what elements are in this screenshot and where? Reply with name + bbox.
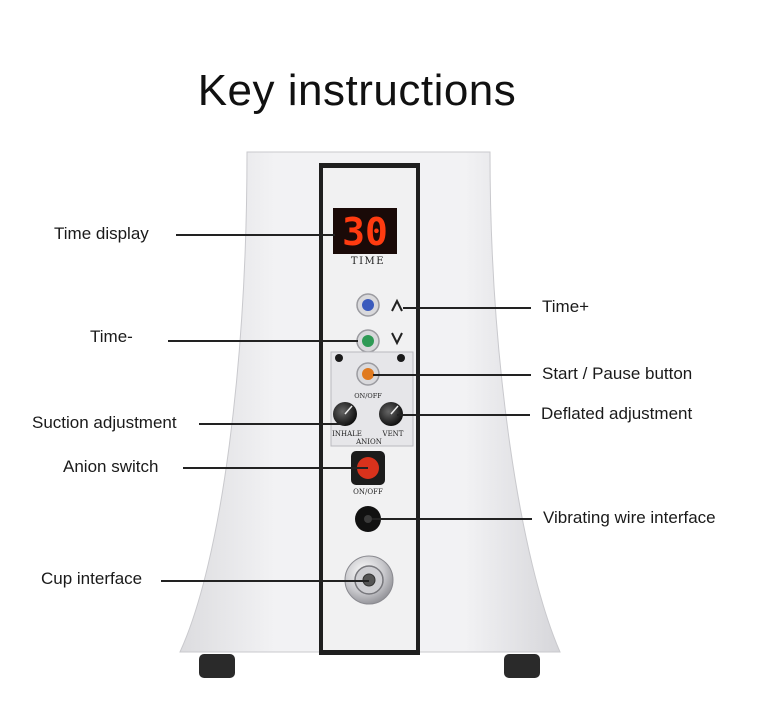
time-display-digits: 30 <box>342 210 388 254</box>
time-display <box>333 208 397 254</box>
time-up-button[interactable] <box>362 299 374 311</box>
leader-line-cup <box>161 580 369 582</box>
arrow-up-icon <box>391 298 403 312</box>
callout-time-plus: Time+ <box>542 297 590 316</box>
page-title: Key instructions <box>197 66 517 115</box>
callout-anion-switch: Anion switch <box>63 457 159 476</box>
vibrating-wire-jack-hole <box>364 515 372 523</box>
leader-line-anion-switch <box>183 467 368 469</box>
leader-line-time-display <box>176 234 335 236</box>
callout-time-display: Time display <box>54 224 149 243</box>
suction-knob-indicator <box>344 405 353 415</box>
start-button-label: ON/OFF <box>354 392 382 400</box>
anion-switch[interactable] <box>357 457 379 479</box>
callout-deflated: Deflated adjustment <box>541 404 693 423</box>
vent-label: VENT <box>382 430 404 438</box>
leader-line-suction <box>199 423 345 425</box>
device-foot-left <box>199 654 235 678</box>
inhale-label: INHALE <box>332 430 362 438</box>
leader-line-vibrating <box>372 518 532 520</box>
indicator-led-right <box>397 354 405 362</box>
callout-suction: Suction adjustment <box>32 413 177 432</box>
time-label: TIME <box>351 256 385 267</box>
time-down-button[interactable] <box>362 335 374 347</box>
callout-cup: Cup interface <box>41 569 143 588</box>
arrow-down-icon <box>391 332 403 346</box>
start-pause-button[interactable] <box>362 368 374 380</box>
leader-line-time-plus <box>403 307 531 309</box>
callout-time-minus: Time- <box>90 327 133 346</box>
callout-start-pause: Start / Pause button <box>542 364 693 383</box>
anion-switch-label: ON/OFF <box>353 488 383 496</box>
callout-vibrating: Vibrating wire interface <box>543 508 716 527</box>
deflate-knob-indicator <box>390 405 399 415</box>
device-foot-right <box>504 654 540 678</box>
leader-line-deflated <box>397 414 530 416</box>
leader-line-time-minus <box>168 340 358 342</box>
indicator-led-left <box>335 354 343 362</box>
anion-label: ANION <box>355 438 382 446</box>
leader-line-start-pause <box>373 374 531 376</box>
